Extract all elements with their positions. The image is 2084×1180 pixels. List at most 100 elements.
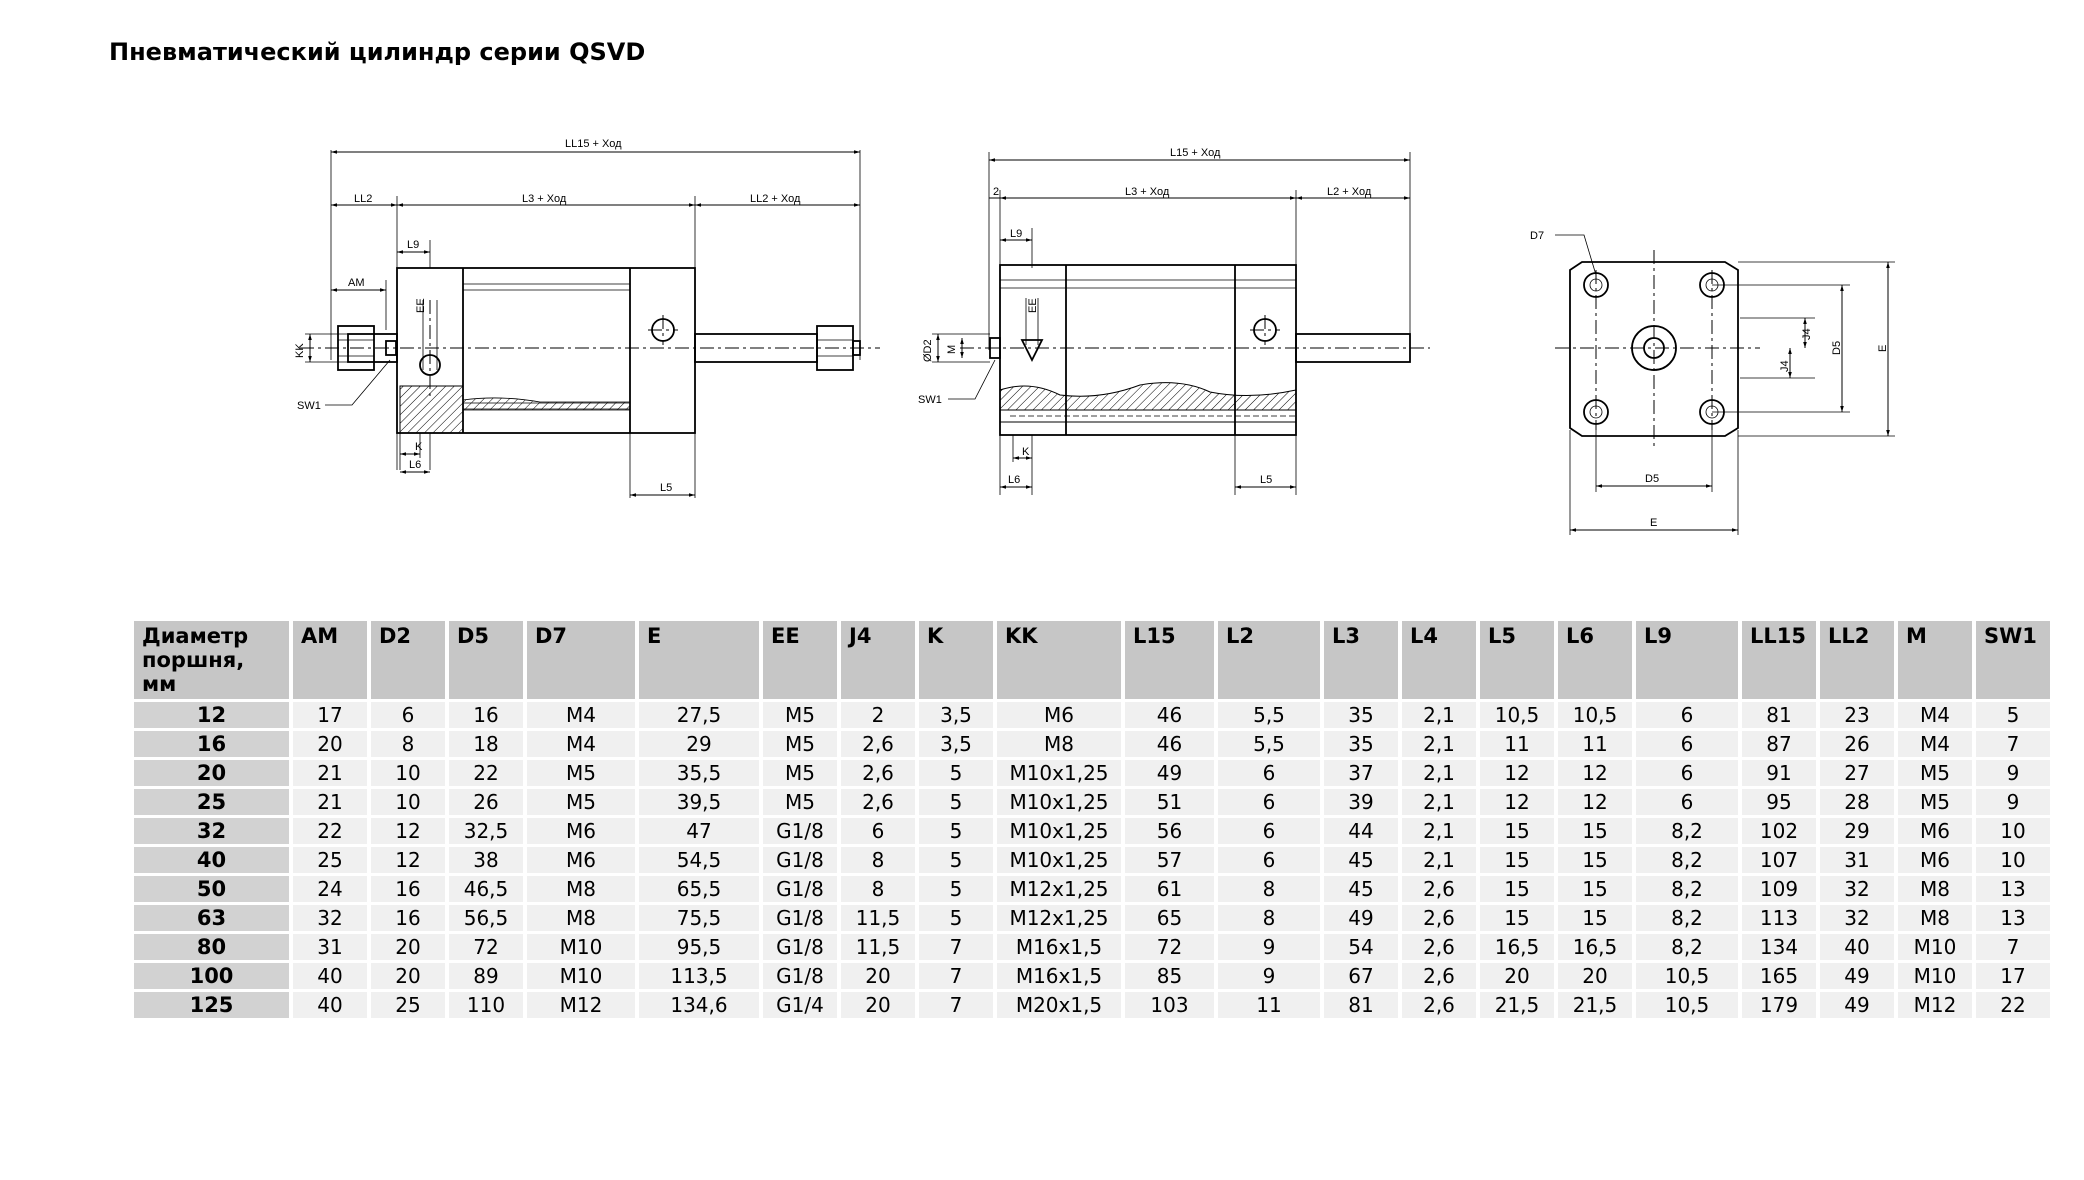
table-cell: 51: [1125, 789, 1214, 815]
table-cell: 10: [1976, 818, 2050, 844]
table-cell: 5: [919, 818, 993, 844]
table-cell: M8: [997, 731, 1121, 757]
table-cell: M8: [1898, 905, 1972, 931]
table-cell: 2,6: [1402, 992, 1476, 1018]
dim-k: K: [415, 441, 423, 453]
table-cell: 57: [1125, 847, 1214, 873]
table-cell: 16,5: [1480, 934, 1554, 960]
dim-d7: D7: [1530, 230, 1544, 242]
table-cell: G1/8: [763, 847, 837, 873]
table-cell: 32,5: [449, 818, 523, 844]
table-cell: 32: [1820, 905, 1894, 931]
col-header-l9: L9: [1636, 621, 1738, 699]
table-cell: 5: [919, 760, 993, 786]
dim-l3-hod-2: L3 + Ход: [1125, 186, 1170, 198]
row-diameter-cell: 25: [134, 789, 289, 815]
table-cell: M12: [527, 992, 635, 1018]
table-cell: 113,5: [639, 963, 759, 989]
table-cell: 179: [1742, 992, 1816, 1018]
table-cell: 49: [1324, 905, 1398, 931]
col-header-e: E: [639, 621, 759, 699]
col-header-am: AM: [293, 621, 367, 699]
table-header-row: Диаметр поршня, мм AM D2 D5 D7 E EE J4 K…: [134, 621, 2050, 699]
table-cell: 26: [449, 789, 523, 815]
dim-sw1: SW1: [297, 400, 321, 412]
table-cell: 11,5: [841, 934, 915, 960]
table-cell: 12: [1480, 789, 1554, 815]
table-cell: 46: [1125, 702, 1214, 728]
dim-l9-2: L9: [1010, 228, 1022, 240]
table-cell: 5,5: [1218, 702, 1320, 728]
table-cell: 61: [1125, 876, 1214, 902]
table-cell: 12: [1480, 760, 1554, 786]
table-cell: 11: [1480, 731, 1554, 757]
table-cell: 6: [1636, 702, 1738, 728]
table-cell: M5: [1898, 789, 1972, 815]
dim-sw1-2: SW1: [918, 394, 942, 406]
table-cell: 2,6: [841, 789, 915, 815]
table-cell: 13: [1976, 905, 2050, 931]
table-cell: 56: [1125, 818, 1214, 844]
table-cell: 49: [1820, 963, 1894, 989]
row-diameter-cell: 125: [134, 992, 289, 1018]
col-header-l3: L3: [1324, 621, 1398, 699]
table-cell: M5: [763, 760, 837, 786]
table-cell: 9: [1976, 760, 2050, 786]
table-cell: 8: [1218, 905, 1320, 931]
table-cell: 11: [1558, 731, 1632, 757]
table-cell: G1/8: [763, 905, 837, 931]
table-cell: G1/8: [763, 818, 837, 844]
table-cell: 47: [639, 818, 759, 844]
dim-l3-hod: L3 + Ход: [522, 193, 567, 205]
table-cell: 8: [841, 847, 915, 873]
table-cell: 7: [919, 992, 993, 1018]
cylinder-drawings: LL15 + Ход LL2 L3 + Ход LL2 + Ход L9 AM: [294, 138, 1895, 535]
table-cell: 8,2: [1636, 905, 1738, 931]
table-cell: 35,5: [639, 760, 759, 786]
col-header-sw1: SW1: [1976, 621, 2050, 699]
table-cell: 54: [1324, 934, 1398, 960]
dim-d2: ØD2: [922, 339, 934, 362]
table-cell: 2,1: [1402, 760, 1476, 786]
table-cell: 13: [1976, 876, 2050, 902]
col-header-ll15: LL15: [1742, 621, 1816, 699]
dim-m: M: [946, 345, 958, 354]
table-cell: 8: [371, 731, 445, 757]
table-cell: 6: [1218, 789, 1320, 815]
table-cell: 5: [919, 905, 993, 931]
table-cell: 8,2: [1636, 847, 1738, 873]
col-header-l5: L5: [1480, 621, 1554, 699]
table-cell: 11: [1218, 992, 1320, 1018]
table-cell: 10,5: [1480, 702, 1554, 728]
table-cell: 2,1: [1402, 731, 1476, 757]
table-cell: 54,5: [639, 847, 759, 873]
table-cell: 15: [1558, 876, 1632, 902]
table-cell: M6: [1898, 818, 1972, 844]
table-cell: 35: [1324, 731, 1398, 757]
table-cell: 6: [1636, 731, 1738, 757]
col-header-j4: J4: [841, 621, 915, 699]
table-cell: 10: [371, 760, 445, 786]
table-cell: G1/8: [763, 963, 837, 989]
table-cell: 12: [371, 847, 445, 873]
table-cell: 165: [1742, 963, 1816, 989]
table-cell: 5: [1976, 702, 2050, 728]
table-cell: 45: [1324, 847, 1398, 873]
table-cell: 9: [1218, 934, 1320, 960]
table-cell: G1/8: [763, 934, 837, 960]
table-cell: M12x1,25: [997, 876, 1121, 902]
col-header-m: M: [1898, 621, 1972, 699]
table-cell: 12: [1558, 760, 1632, 786]
table-cell: 95,5: [639, 934, 759, 960]
table-cell: 81: [1324, 992, 1398, 1018]
table-cell: 26: [1820, 731, 1894, 757]
table-cell: 103: [1125, 992, 1214, 1018]
table-cell: 32: [1820, 876, 1894, 902]
table-cell: G1/8: [763, 876, 837, 902]
table-cell: 22: [1976, 992, 2050, 1018]
